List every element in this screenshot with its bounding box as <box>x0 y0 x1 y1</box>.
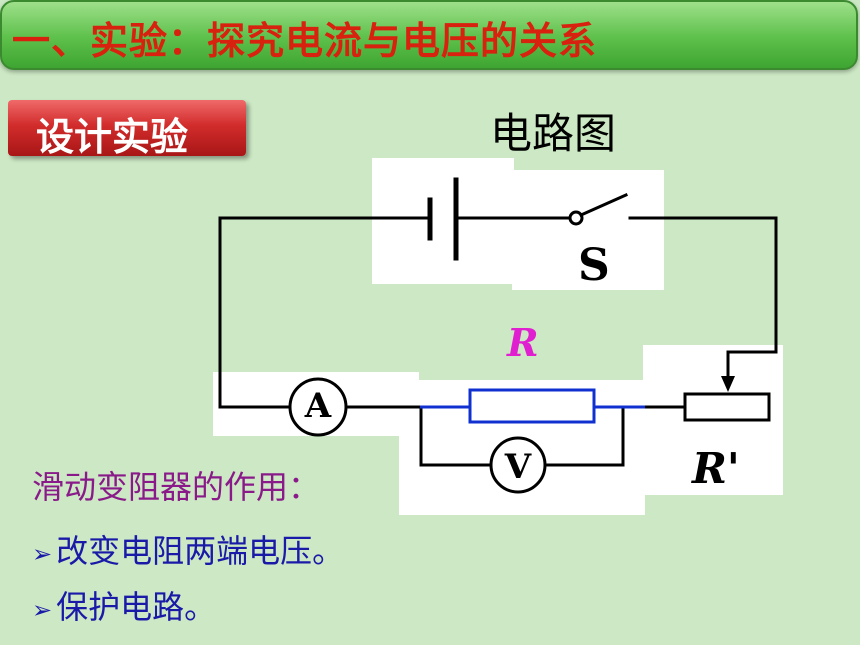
wire-voltmeter-right <box>543 405 625 467</box>
resistor-label: R <box>507 320 539 365</box>
page-title: 一、实验：探究电流与电压的关系 <box>12 19 598 63</box>
wire-voltmeter-left <box>419 405 494 467</box>
notes-bullet: ➢改变电阻两端电压。 <box>32 526 344 572</box>
rheostat-label: R' <box>692 444 740 493</box>
rheostat-body <box>683 392 771 422</box>
wire-left-top <box>218 216 432 409</box>
section-label: 设计实验 <box>36 115 189 159</box>
bullet-text: 改变电阻两端电压。 <box>56 532 345 570</box>
switch-panel <box>512 170 664 290</box>
resistor-body <box>468 388 596 424</box>
switch-label: S <box>578 240 610 291</box>
voltmeter-label: V <box>504 447 532 487</box>
title-bar: 一、实验：探究电流与电压的关系 <box>0 0 858 70</box>
rheostat-slider-arrow <box>721 376 735 392</box>
wire-right-slider <box>726 216 778 387</box>
notes-heading: 滑动变阻器的作用： <box>32 468 321 506</box>
switch-blade <box>579 193 628 217</box>
bullet-arrow-icon: ➢ <box>32 540 53 568</box>
switch-pivot <box>568 210 584 226</box>
battery-panel <box>372 158 514 284</box>
ammeter-label: A <box>304 386 332 426</box>
section-label-box: 设计实验 <box>8 100 246 159</box>
bullet-text: 保护电路。 <box>56 588 217 626</box>
notes-bullet: ➢保护电路。 <box>32 582 216 628</box>
circuit-diagram-title: 电路图 <box>490 109 617 158</box>
bullet-arrow-icon: ➢ <box>32 596 53 624</box>
